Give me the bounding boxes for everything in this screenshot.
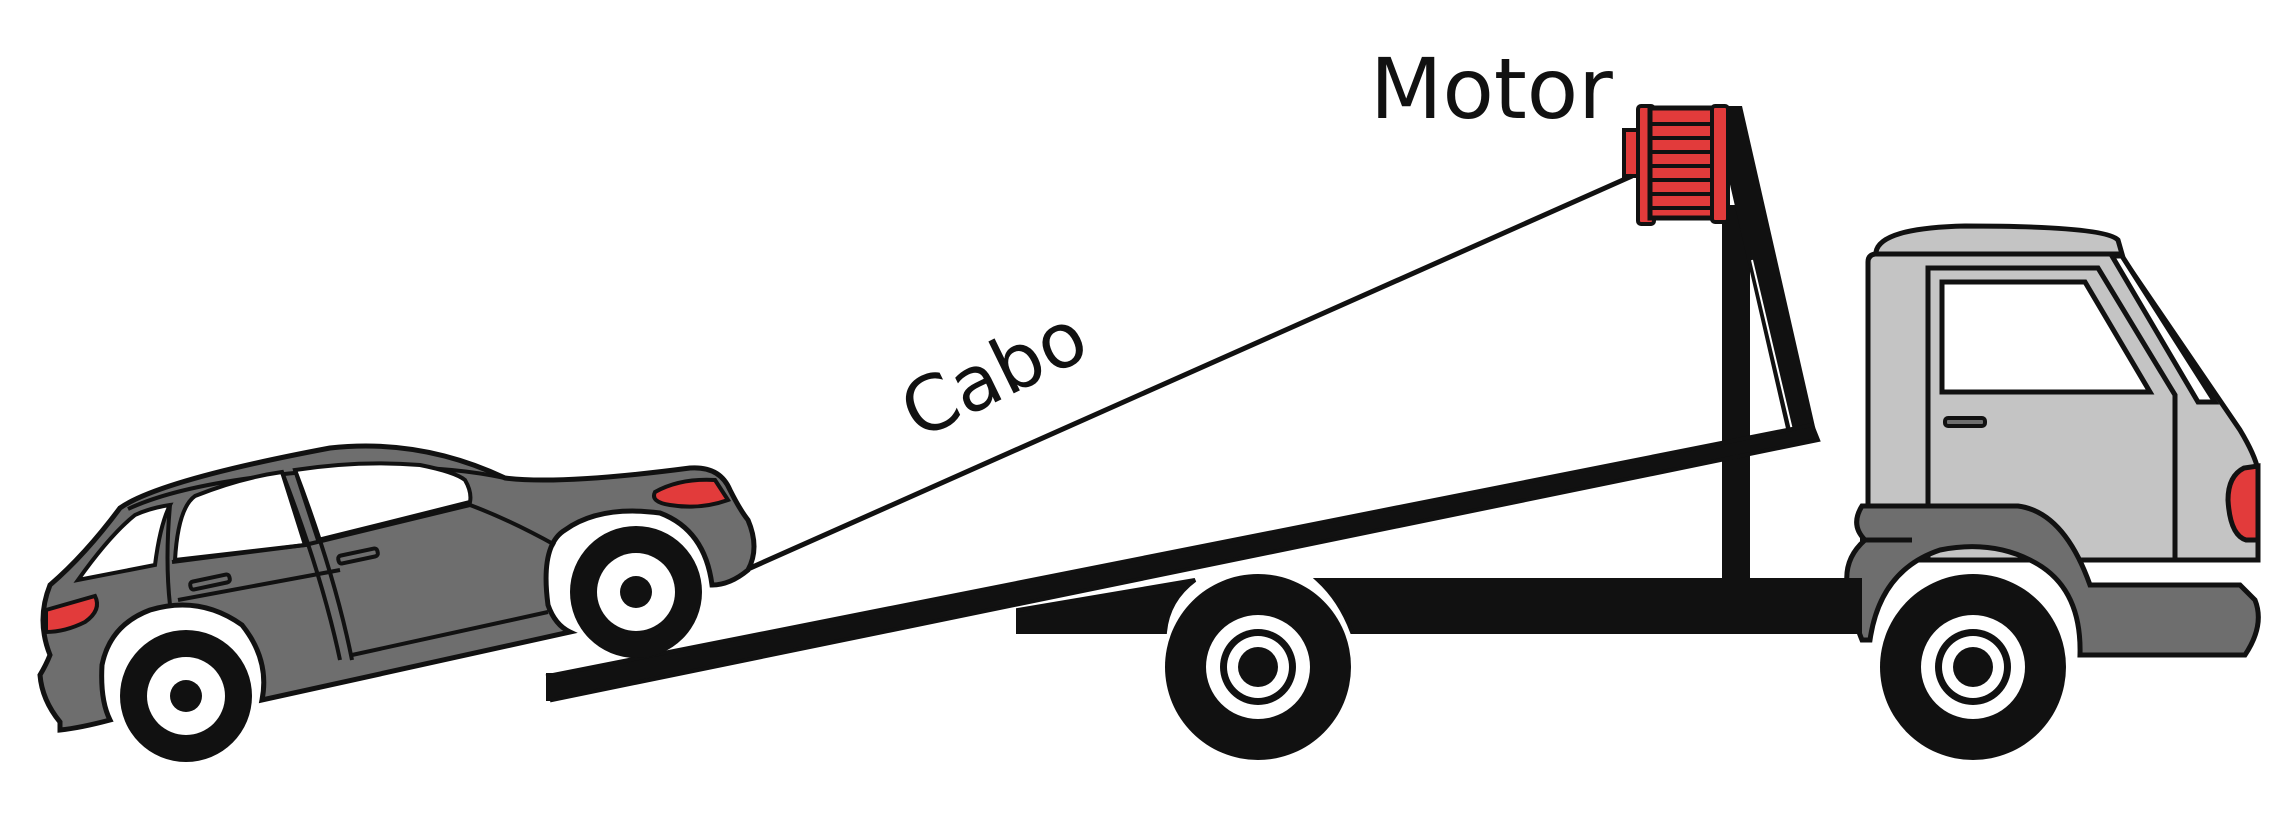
car-door-handle-front [188,572,232,592]
motor-label: Motor [1370,40,1613,138]
truck-windshield [2107,253,2220,405]
truck-side-window [1939,279,2155,395]
car-pillar-front [165,504,172,606]
cable-label: Cabo [887,291,1101,456]
car-headlight [44,593,99,635]
truck-door-handle [1943,416,1987,428]
truck-chassis [1312,578,1862,634]
car-rear-wheel [570,526,702,658]
truck-roof [1873,223,2126,257]
car-tail-light [652,477,732,509]
tow-cable [710,173,1634,588]
winch-motor-icon [1622,104,1730,226]
car-mid-window [172,469,308,563]
car-belt-line [171,502,556,564]
car-front-window [73,502,174,583]
tow-truck [545,104,2261,760]
truck-lower-body [1844,503,2261,658]
truck-headlight [2225,463,2261,543]
car-door-bottom [177,568,549,657]
car-door-handle-rear [336,546,380,566]
car-front-wheel [120,630,252,762]
car-icon [37,443,757,762]
boom-arm [1712,106,1818,446]
truck-front-wheel [1880,574,2066,760]
car-door-line-a [280,471,342,661]
truck-rear-wheel [1165,574,1351,760]
boom-mast [1722,205,1750,583]
tilt-bed-end [546,673,554,701]
truck-rear-chassis [1016,578,1197,634]
car-rear-window [292,461,473,543]
boom-arm-inner [1751,259,1793,431]
